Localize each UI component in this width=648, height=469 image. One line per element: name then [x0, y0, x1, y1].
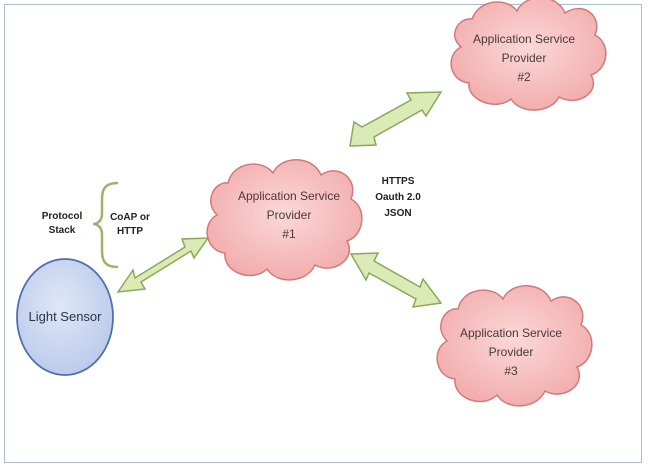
asp1-label-line3: #1 [282, 227, 296, 241]
coap-line2: HTTP [117, 226, 143, 237]
protocol-brace [92, 181, 119, 269]
https-line1: HTTPS [382, 176, 415, 187]
asp3-label-line2: Provider [489, 345, 534, 359]
asp3-label-line3: #3 [504, 364, 518, 378]
asp1-label-line2: Provider [267, 208, 312, 222]
asp1-label-line1: Application Service [238, 189, 340, 203]
coap-line1: CoAP or [110, 212, 150, 223]
https-line2: Oauth 2.0 [375, 192, 421, 203]
asp3-label-line1: Application Service [460, 326, 562, 340]
cloud-asp-1 [206, 159, 363, 281]
light-sensor-node [16, 258, 114, 376]
asp2-label-line3: #2 [517, 70, 531, 84]
cloud-asp-2 [450, 0, 607, 111]
asp2-label-line1: Application Service [473, 32, 575, 46]
protocol-stack-line2: Stack [49, 225, 76, 236]
light-sensor-label: Light Sensor [29, 309, 103, 324]
arrow-asp1-asp3 [349, 252, 443, 308]
https-line3: JSON [384, 208, 411, 219]
asp2-label-line2: Provider [502, 51, 547, 65]
arrow-asp1-asp2 [349, 91, 443, 147]
arrow-sensor-asp1 [116, 237, 210, 293]
cloud-asp-3 [436, 285, 593, 407]
protocol-stack-line1: Protocol [42, 211, 83, 222]
